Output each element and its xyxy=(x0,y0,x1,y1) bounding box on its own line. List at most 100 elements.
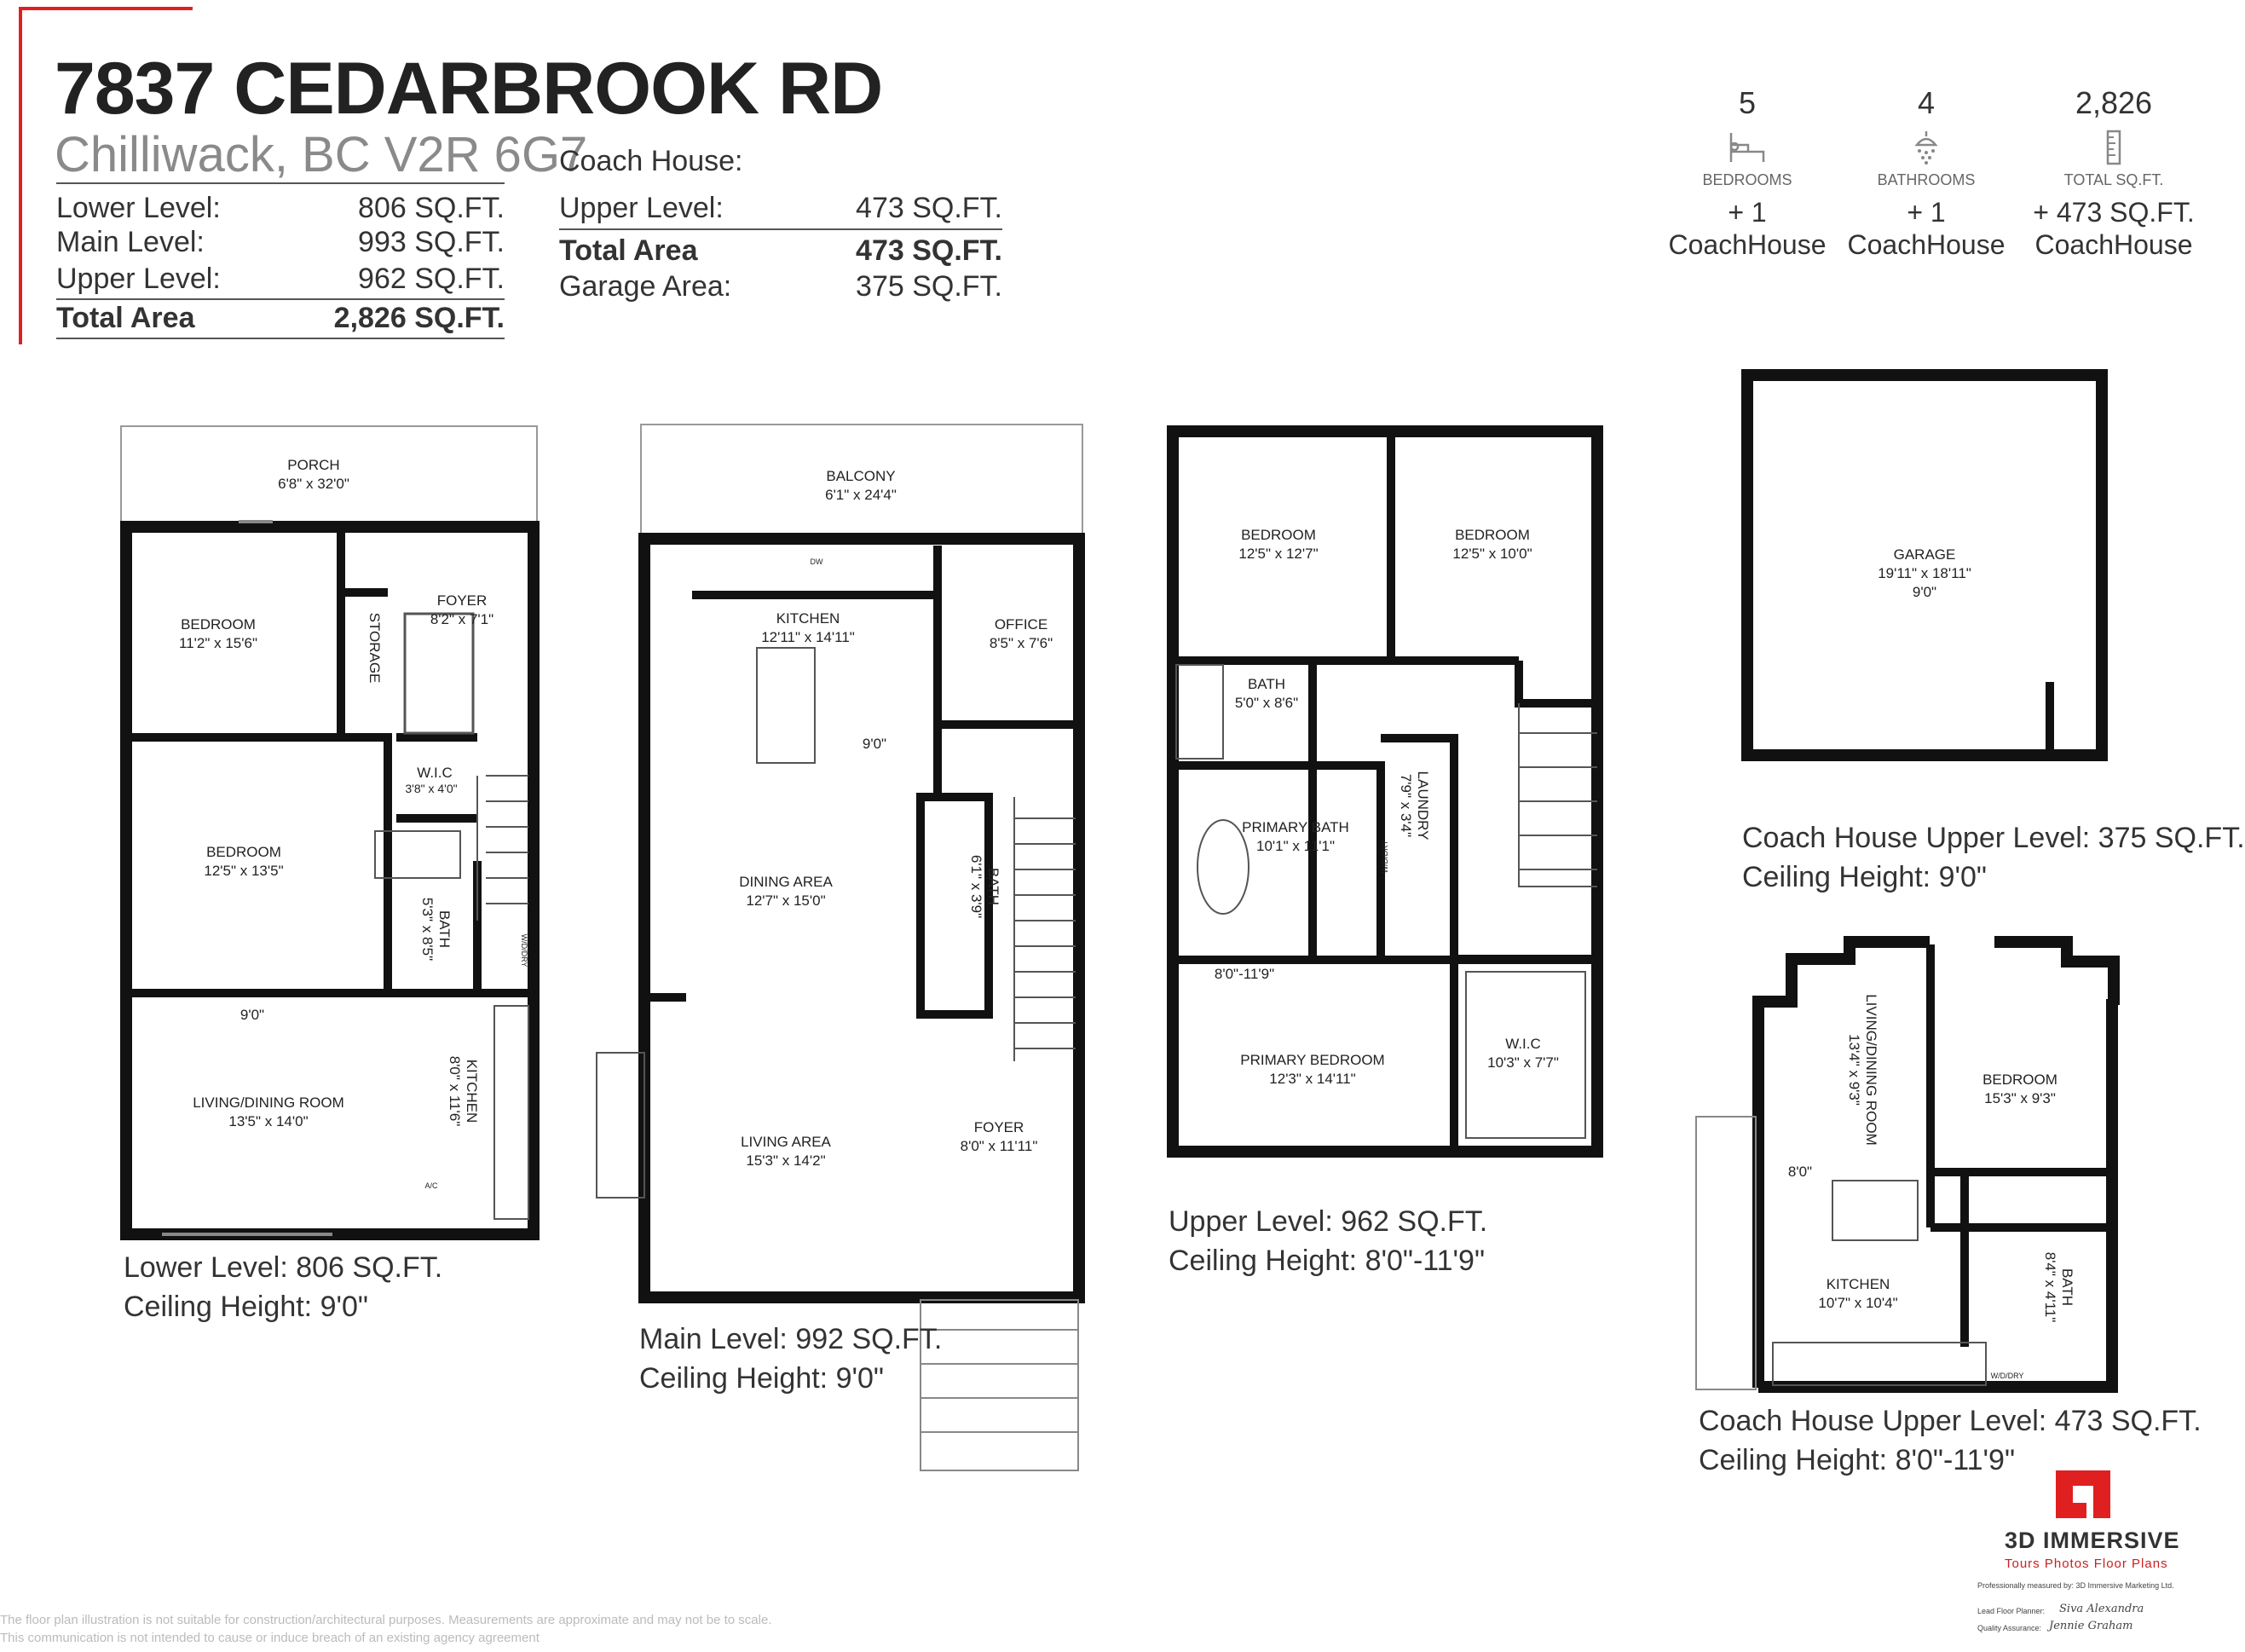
room-label: KITCHEN xyxy=(464,1060,480,1123)
brand-logo xyxy=(2056,1470,2110,1518)
room-height: 9'0" xyxy=(1913,584,1936,600)
room-dims: 15'3" x 14'2" xyxy=(746,1152,825,1169)
stat-label: BATHROOMS xyxy=(1877,171,1976,188)
room-height: 9'0" xyxy=(863,736,886,752)
stat-number: 2,826 xyxy=(2075,85,2153,120)
room-dims: 5'0" x 8'6" xyxy=(1235,695,1298,711)
plan-ceiling: Ceiling Height: 8'0"-11'9" xyxy=(1169,1245,1486,1277)
room-height: 8'0" xyxy=(1788,1164,1812,1180)
area-value: 375 SQ.FT. xyxy=(856,270,1002,303)
room-dims: 3'8" x 4'0" xyxy=(405,782,457,795)
area-label: Main Level: xyxy=(56,226,205,258)
brand-tagline: Tours Photos Floor Plans xyxy=(2005,1557,2168,1571)
room-dims: 12'5" x 13'5" xyxy=(204,863,283,879)
room-dims: 6'1" x 24'4" xyxy=(825,487,897,503)
qa-label: Quality Assurance: xyxy=(1977,1624,2042,1632)
property-address: 7837 CEDARBROOK RD xyxy=(55,48,883,130)
floor-plans: PORCH 6'8" x 32'0" BEDROOM 11'2" x 15'6"… xyxy=(120,369,2120,1471)
brand-name: 3D IMMERSIVE xyxy=(2005,1528,2180,1553)
caption-garage: Coach House Upper Level: 375 SQ.FT. Ceil… xyxy=(1742,818,2245,897)
room-label: FOYER xyxy=(437,592,488,609)
accent-line-left xyxy=(19,7,22,344)
stat-plus-label: CoachHouse xyxy=(1847,229,2005,260)
plan-ceiling: Ceiling Height: 9'0" xyxy=(124,1291,368,1323)
area-value: 473 SQ.FT. xyxy=(856,192,1002,224)
plan-area: Upper Level: 962 SQ.FT. xyxy=(1169,1205,1488,1238)
caption-lower: Lower Level: 806 SQ.FT. Ceiling Height: … xyxy=(124,1248,442,1326)
coach-row-total: Total Area 473 SQ.FT. xyxy=(559,234,1002,268)
room-dims: 13'4" x 9'3" xyxy=(1846,1034,1862,1106)
room-label: BEDROOM xyxy=(1241,527,1316,543)
stat-bathrooms: 4 BATHROOMS + 1 CoachHouse xyxy=(1841,85,2011,261)
room-label: BATH xyxy=(436,910,453,948)
room-label: DW xyxy=(811,557,823,566)
room-label: BEDROOM xyxy=(1982,1071,2057,1088)
room-dims: 12'5" x 10'0" xyxy=(1452,546,1532,562)
room-dims: 10'7" x 10'4" xyxy=(1818,1295,1897,1311)
ruler-icon xyxy=(2106,130,2121,165)
area-row-lower: Lower Level: 806 SQ.FT. xyxy=(56,192,505,225)
coach-row-garage: Garage Area: 375 SQ.FT. xyxy=(559,270,1002,303)
disclaimer-line1: The floor plan illustration is not suita… xyxy=(0,1613,772,1627)
area-value: 473 SQ.FT. xyxy=(856,234,1002,267)
stat-plus: + 473 SQ.FT. xyxy=(2033,197,2195,228)
stat-plus-label: CoachHouse xyxy=(1668,229,1827,260)
lower-level-plan xyxy=(120,425,540,1240)
room-label: BATH xyxy=(1248,676,1285,692)
stat-label: BEDROOMS xyxy=(1702,171,1792,188)
planner-label: Lead Floor Planner: xyxy=(1977,1607,2046,1615)
bed-icon xyxy=(1729,133,1765,162)
room-label: DINING AREA xyxy=(739,874,833,890)
area-value: 2,826 SQ.FT. xyxy=(333,302,505,334)
room-dims: 6'1" x 3'9" xyxy=(968,855,984,918)
room-label: KITCHEN xyxy=(1827,1276,1890,1292)
coach-divider xyxy=(559,228,1002,230)
room-dims: 10'3" x 7'7" xyxy=(1487,1054,1559,1071)
planner-signature: Siva Alexandra xyxy=(2059,1603,2144,1615)
area-row-total: Total Area 2,826 SQ.FT. xyxy=(56,302,505,335)
room-dims: 12'5" x 12'7" xyxy=(1238,546,1318,562)
room-label: LIVING/DINING ROOM xyxy=(193,1095,344,1111)
divider-top xyxy=(56,182,505,184)
area-value: 993 SQ.FT. xyxy=(358,226,505,258)
room-label: W.I.C xyxy=(1505,1036,1541,1052)
room-label: A/C xyxy=(424,1181,438,1190)
room-label: W/D/DRY xyxy=(1381,840,1389,874)
room-label: BATH xyxy=(985,868,1001,905)
room-label: FOYER xyxy=(974,1119,1024,1135)
stat-plus: + 1 xyxy=(1907,197,1946,228)
room-label: W.I.C xyxy=(417,765,453,781)
accent-line-top xyxy=(19,7,193,10)
divider-bottom xyxy=(56,338,505,339)
room-label: PORCH xyxy=(287,457,339,473)
area-label: Lower Level: xyxy=(56,192,221,224)
area-label: Upper Level: xyxy=(559,192,724,224)
coach-title: Coach House: xyxy=(559,145,743,177)
plan-ceiling: Ceiling Height: 8'0"-11'9" xyxy=(1699,1444,2016,1476)
room-dims: 19'11" x 18'11" xyxy=(1878,565,1971,581)
room-dims: 10'1" x 11'1" xyxy=(1256,838,1335,854)
disclaimer-line2: This communication is not intended to ca… xyxy=(0,1631,540,1645)
room-dims: 11'2" x 15'6" xyxy=(179,635,257,651)
stat-sqft: 2,826 TOTAL SQ.FT. + 473 SQ.FT. CoachHou… xyxy=(2029,85,2199,261)
upper-level-plan xyxy=(1167,425,1603,1158)
room-dims: 8'4" x 4'11" xyxy=(2042,1252,2058,1323)
stat-label: TOTAL SQ.FT. xyxy=(2063,171,2164,188)
plan-area: Main Level: 992 SQ.FT. xyxy=(639,1323,943,1355)
area-row-upper: Upper Level: 962 SQ.FT. xyxy=(56,263,505,296)
room-label: BATH xyxy=(2059,1268,2075,1306)
plan-area: Coach House Upper Level: 375 SQ.FT. xyxy=(1742,822,2245,854)
shower-icon xyxy=(1914,131,1938,165)
area-value: 806 SQ.FT. xyxy=(358,192,505,224)
qa-signature: Jennie Graham xyxy=(2049,1620,2133,1632)
area-label: Total Area xyxy=(559,234,698,267)
room-label: LIVING AREA xyxy=(741,1134,831,1150)
area-label: Garage Area: xyxy=(559,270,732,303)
room-label: KITCHEN xyxy=(776,610,840,627)
coach-house-plan xyxy=(1695,936,2120,1393)
main-level-plan xyxy=(596,424,1085,1471)
room-label: LIVING/DINING ROOM xyxy=(1863,994,1879,1146)
divider-total xyxy=(56,298,505,300)
room-height: 8'0"-11'9" xyxy=(1215,966,1274,982)
room-dims: 8'0" x 11'11" xyxy=(961,1138,1038,1154)
